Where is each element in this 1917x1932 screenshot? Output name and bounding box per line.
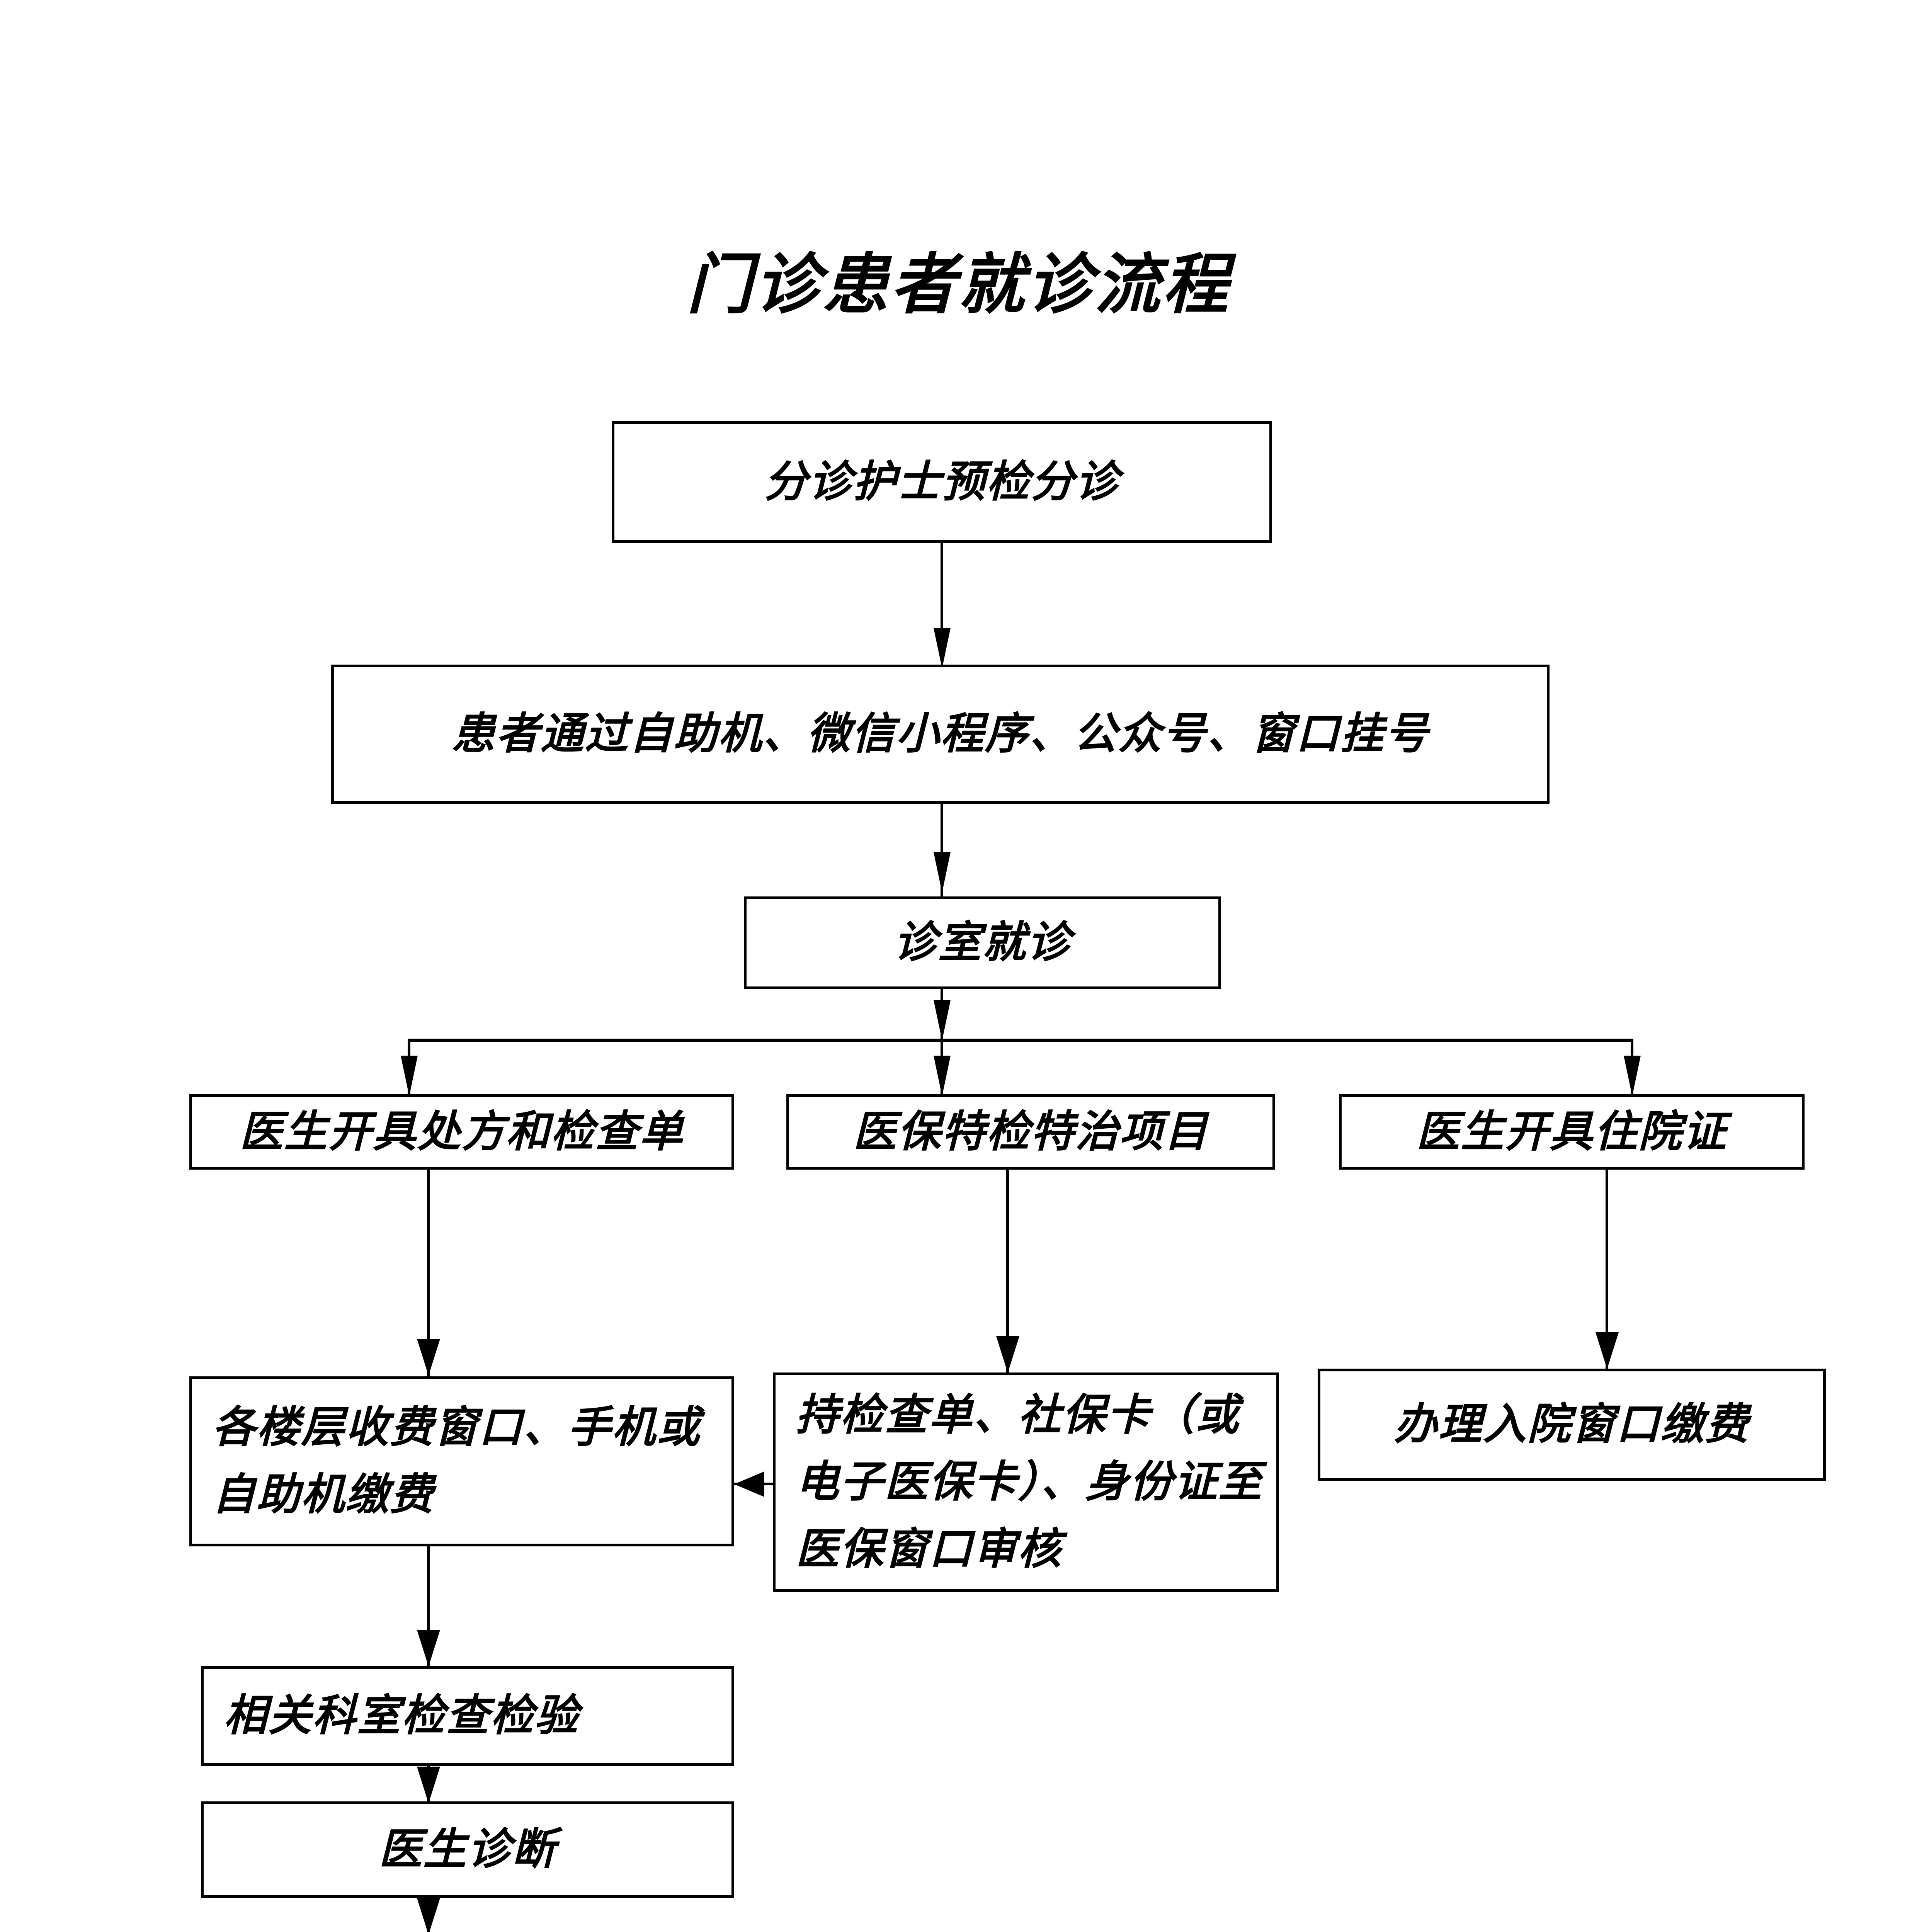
edge-arrowhead-n4-n7 xyxy=(417,1339,440,1376)
edge-arrowhead-n11-n12 xyxy=(417,1898,440,1932)
node-insurance-window-review[interactable]: 持检查单、社保卡（或电子医保卡）、身份证至医保窗口审核 xyxy=(773,1372,1279,1592)
node-label: 办理入院窗口缴费 xyxy=(1394,1399,1750,1450)
edge-line-n1-n2 xyxy=(941,543,943,635)
node-triage-nurse-prescreening[interactable]: 分诊护士预检分诊 xyxy=(612,421,1272,543)
node-label: 持检查单、社保卡（或电子医保卡）、身份证至医保窗口审核 xyxy=(796,1389,1263,1574)
edge-line-n4-n7 xyxy=(427,1170,430,1376)
edge-arrowhead-n7-n10 xyxy=(417,1630,440,1667)
node-doctor-diagnosis[interactable]: 医生诊断 xyxy=(201,1801,734,1898)
node-label: 患者通过自助机、微信小程序、公众号、窗口挂号 xyxy=(451,709,1429,759)
edge-arrowhead-n6-n9 xyxy=(1596,1332,1619,1369)
edge-arrowhead-n5-n8 xyxy=(996,1336,1019,1373)
edge-line-n5-n8 xyxy=(1006,1170,1009,1374)
edge-line-n7-n10 xyxy=(427,1546,430,1667)
node-label: 诊室就诊 xyxy=(893,917,1072,968)
node-consultation-room-visit[interactable]: 诊室就诊 xyxy=(744,896,1221,989)
edge-arrowhead-n3-splitbar xyxy=(934,1000,951,1041)
node-department-examination-and-lab-tests[interactable]: 相关科室检查检验 xyxy=(201,1666,734,1766)
edge-arrowhead-n8-n7 xyxy=(734,1471,764,1497)
node-patient-registration-channels[interactable]: 患者通过自助机、微信小程序、公众号、窗口挂号 xyxy=(331,665,1550,804)
node-label: 医生开具住院证 xyxy=(1416,1106,1727,1157)
node-label: 相关科室检查检验 xyxy=(224,1690,579,1741)
edge-line-n6-n9 xyxy=(1606,1170,1608,1371)
edge-arrowhead-n2-n3 xyxy=(934,852,951,893)
node-label: 医生诊断 xyxy=(379,1824,556,1875)
node-label: 医保特检特治项目 xyxy=(853,1106,1209,1157)
node-label: 医生开具处方和检查单 xyxy=(240,1106,684,1157)
edge-arrowhead-n1-n2 xyxy=(934,628,951,668)
edge-arrowhead-splitbar-n6 xyxy=(1624,1056,1641,1096)
edge-arrowhead-splitbar-n5 xyxy=(934,1056,951,1096)
node-label: 分诊护士预检分诊 xyxy=(764,456,1120,507)
node-insurance-special-exam-treatment-items[interactable]: 医保特检特治项目 xyxy=(786,1094,1275,1170)
node-label: 各楼层收费窗口、手机或自助机缴费 xyxy=(212,1402,701,1520)
node-doctor-issues-admission-certificate[interactable]: 医生开具住院证 xyxy=(1339,1094,1805,1170)
branch-split-bar xyxy=(408,1039,1633,1042)
edge-line-n2-n3 xyxy=(941,804,943,896)
node-payment-counters-mobile-or-kiosk[interactable]: 各楼层收费窗口、手机或自助机缴费 xyxy=(189,1376,734,1546)
edge-arrowhead-n10-n11 xyxy=(417,1767,440,1803)
node-admission-window-payment[interactable]: 办理入院窗口缴费 xyxy=(1318,1369,1826,1481)
page-title: 门诊患者就诊流程 xyxy=(686,247,1231,323)
edge-arrowhead-splitbar-n4 xyxy=(401,1056,418,1096)
node-doctor-issues-prescription-and-exam-order[interactable]: 医生开具处方和检查单 xyxy=(189,1094,734,1170)
